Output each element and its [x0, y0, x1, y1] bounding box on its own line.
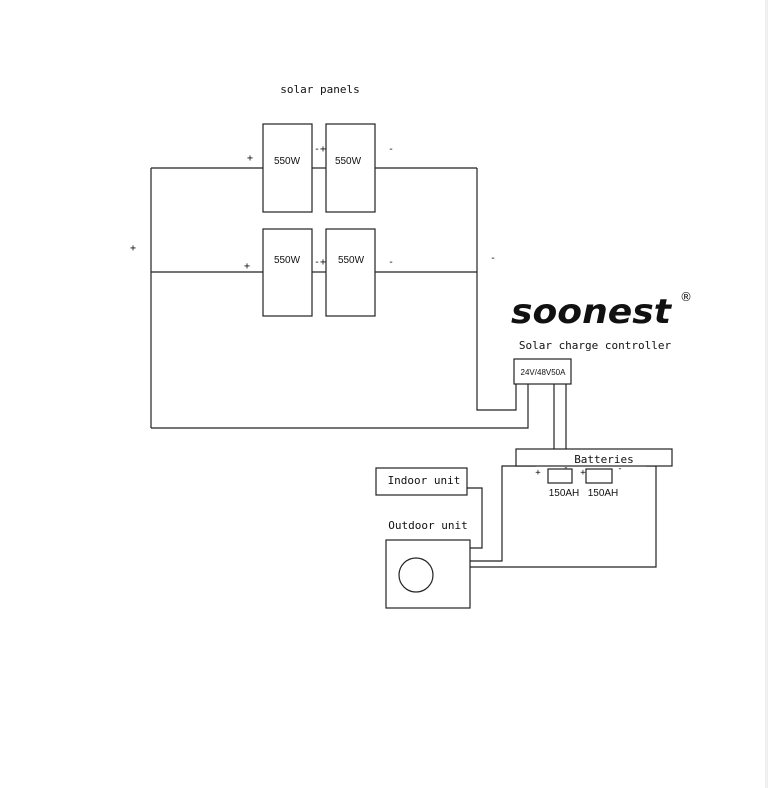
indoor-unit: Indoor unit — [375, 467, 468, 496]
fan-icon — [398, 557, 434, 593]
positive-to-controller — [151, 384, 529, 429]
plus-sign: + — [130, 243, 136, 254]
minus-sign: - — [617, 464, 622, 474]
battery-label: 150AH — [588, 488, 619, 499]
solar-panel-4: 550W — [325, 228, 376, 317]
plus-sign: + — [247, 153, 253, 164]
plus-sign: + — [244, 261, 250, 272]
polarity-marks: + -+ - + + -+ - - — [130, 144, 496, 272]
outdoor-unit — [385, 539, 471, 609]
charge-controller: 24V/48V50A — [513, 358, 572, 385]
battery-2: 150AH — [585, 468, 619, 499]
panel-label: 550W — [335, 156, 362, 167]
plus-sign: + — [535, 468, 541, 478]
panel-label: 550W — [338, 255, 365, 266]
minus-sign: - — [388, 144, 394, 155]
series-sign: -+ — [314, 144, 326, 155]
brand-logo: soonest ® — [511, 290, 692, 332]
panel-label: 550W — [274, 156, 301, 167]
minus-sign: - — [563, 463, 568, 473]
diagram-title: solar panels — [280, 83, 359, 96]
solar-panel-3: 550W — [262, 228, 313, 317]
battery-label: 150AH — [549, 488, 580, 499]
batteries-title: Batteries — [574, 453, 634, 466]
minus-sign: - — [388, 257, 394, 268]
indoor-unit-label: Indoor unit — [388, 474, 461, 487]
controller-rating: 24V/48V50A — [521, 368, 567, 377]
load-wire-1 — [470, 465, 536, 562]
registered-mark: ® — [680, 290, 692, 304]
solar-panel-1: 550W — [262, 123, 313, 213]
minus-sign: - — [490, 253, 496, 264]
outdoor-unit-label: Outdoor unit — [388, 519, 467, 532]
page-edge — [765, 0, 768, 788]
brand-name: soonest — [511, 292, 673, 332]
plus-sign: + — [580, 468, 586, 478]
battery-polarity: + - + - — [535, 463, 622, 478]
controller-title: Solar charge controller — [519, 339, 672, 352]
battery-1: 150AH — [547, 468, 580, 499]
solar-panel-2: 550W — [325, 123, 376, 213]
wires — [150, 167, 657, 568]
indoor-outdoor-wire — [467, 487, 483, 549]
panel-label: 550W — [274, 255, 301, 266]
battery-bank: Batteries — [515, 448, 673, 467]
series-sign: -+ — [314, 257, 326, 268]
negative-to-controller — [476, 168, 517, 411]
